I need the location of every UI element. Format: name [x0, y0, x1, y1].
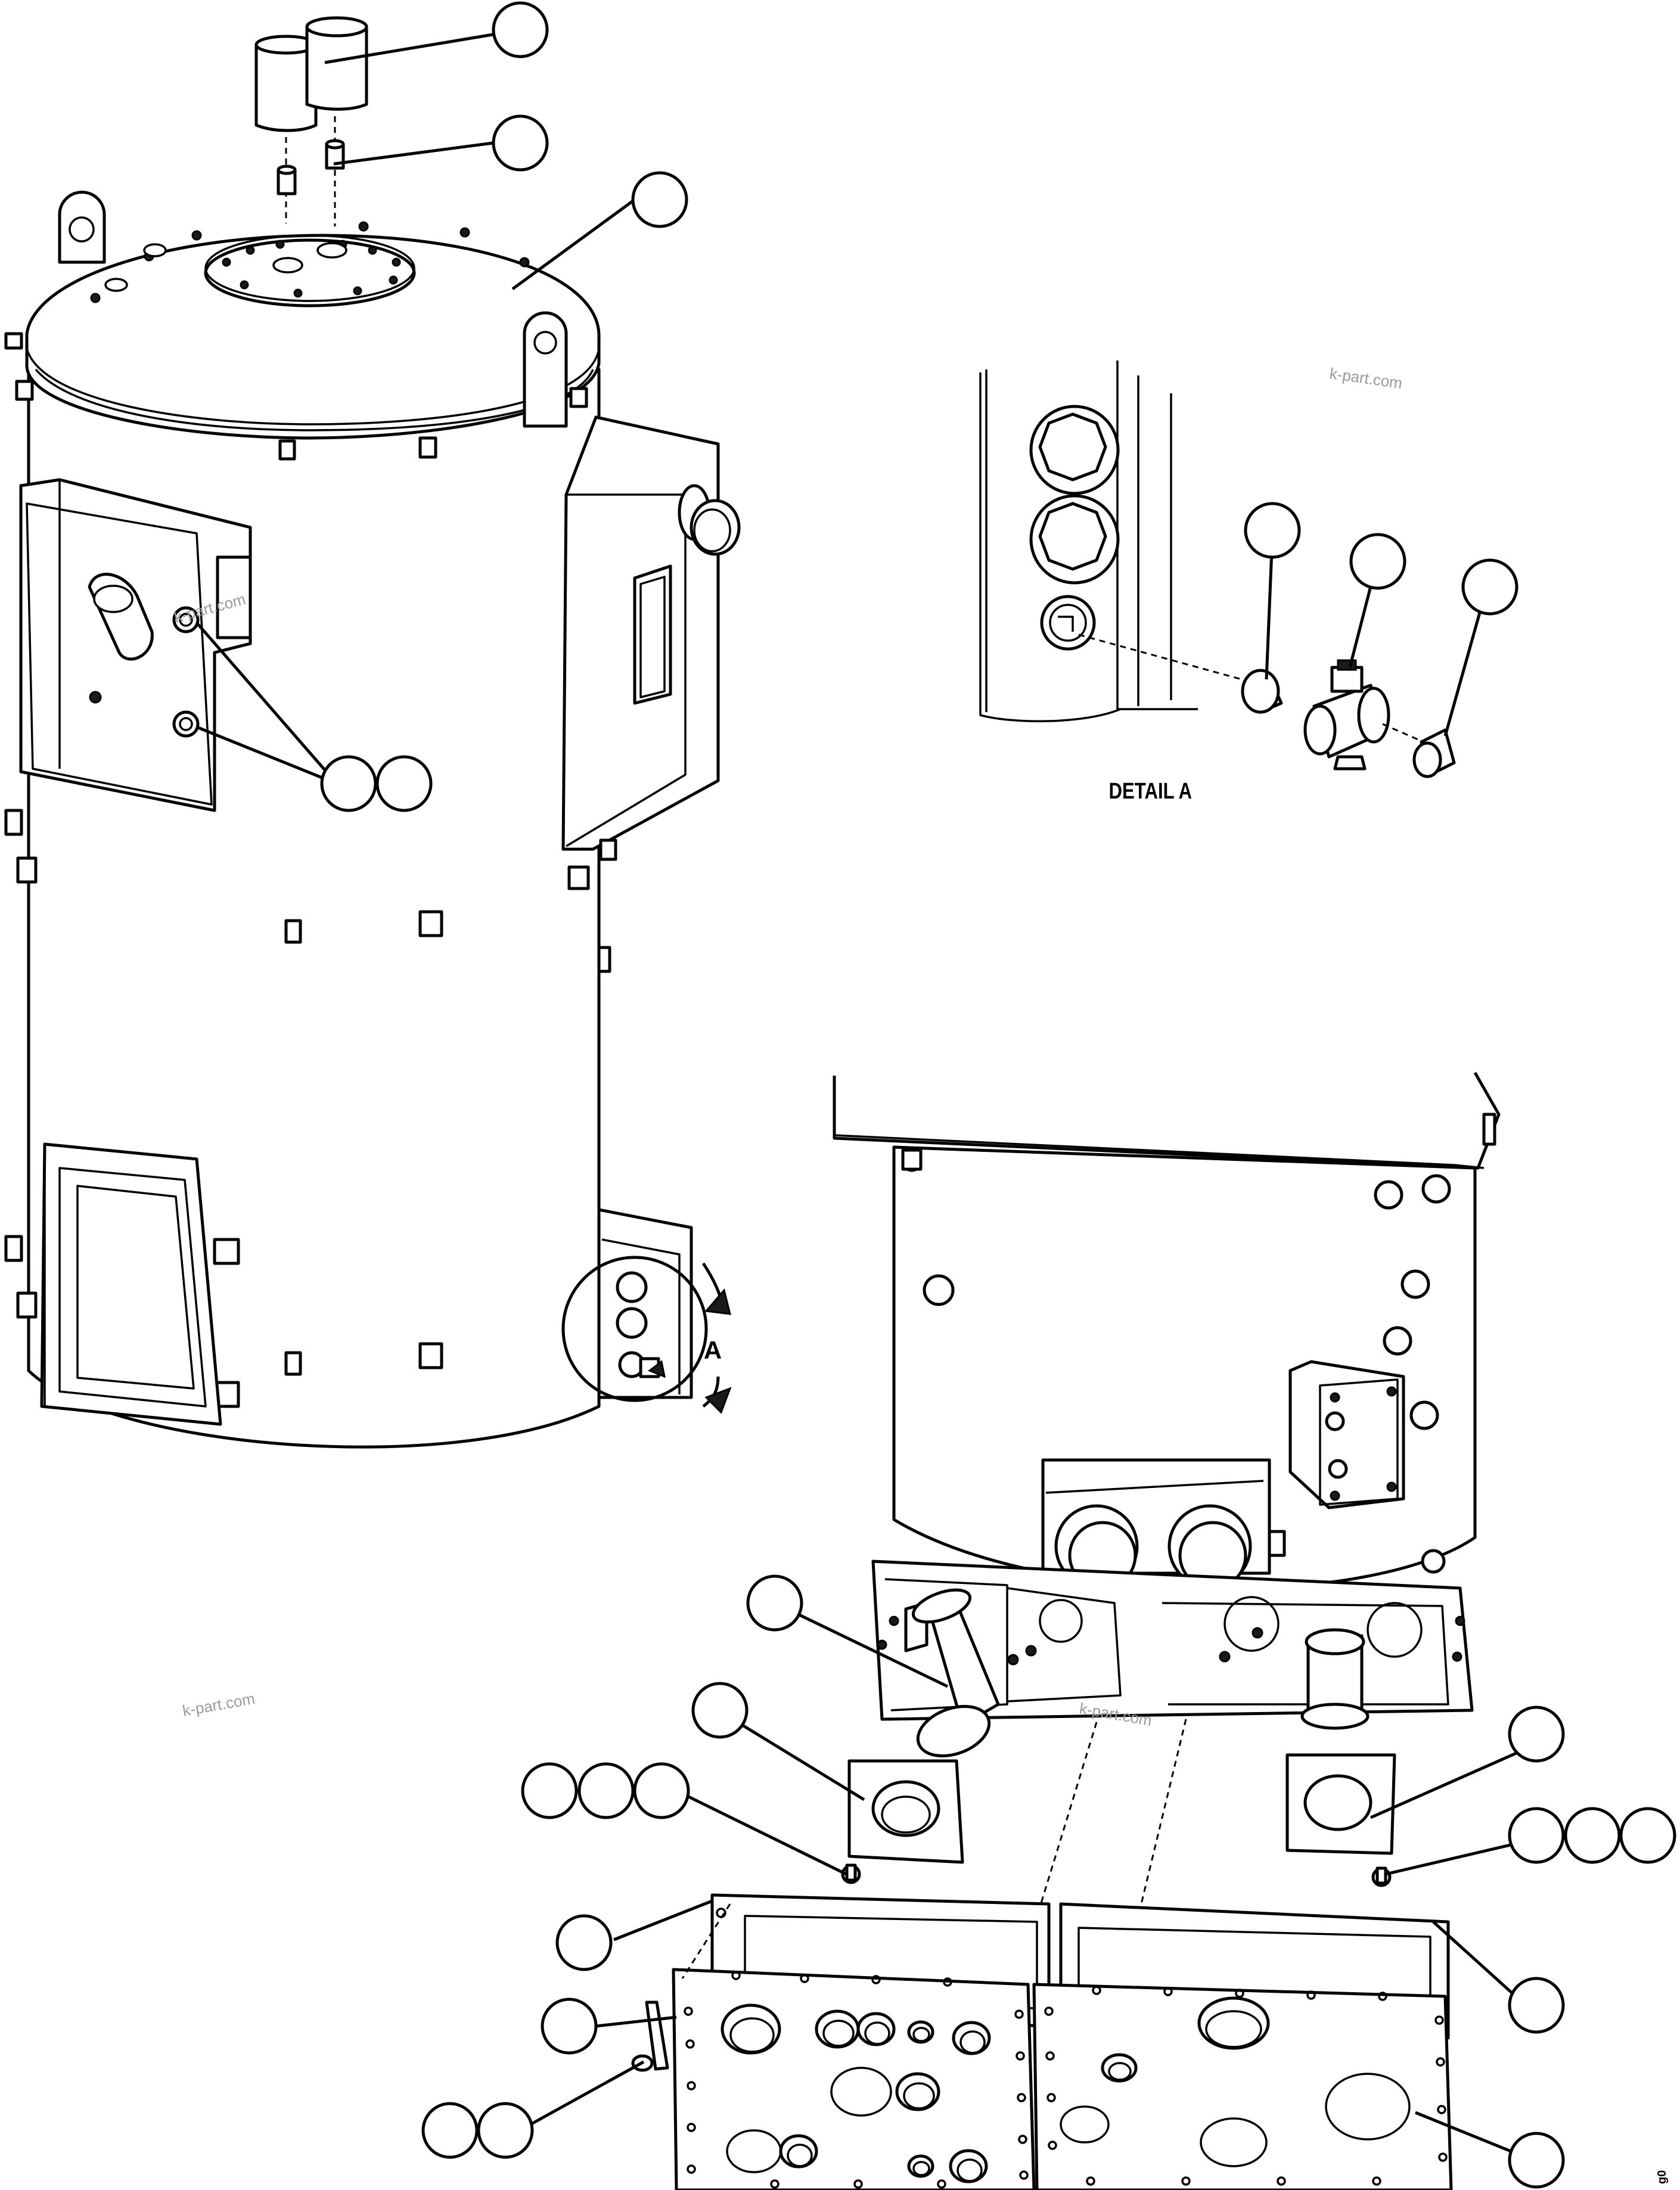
callout-balloon[interactable] [421, 2102, 479, 2159]
handhole-upper [19, 478, 252, 812]
detail-nipple [1241, 669, 1283, 714]
detail-cap [1412, 728, 1456, 778]
callout-balloon[interactable] [555, 1914, 613, 1971]
detail-drain-valve [1303, 659, 1390, 771]
pipe-left [911, 1588, 1000, 1758]
handhole-lower [40, 1142, 222, 1426]
pipe-right [1300, 1628, 1370, 1730]
callout-balloon[interactable] [492, 114, 549, 172]
bolt-right [1371, 1866, 1392, 1887]
detail-plug-2 [1029, 494, 1120, 585]
callout-balloon[interactable] [1619, 1807, 1676, 1864]
cover-plate-left [672, 1968, 1036, 2190]
callout-balloon[interactable] [375, 755, 433, 812]
callout-balloon[interactable] [1244, 502, 1301, 559]
callout-balloon[interactable] [1508, 2132, 1565, 2189]
valve-box [1041, 1458, 1286, 1590]
cover-plate-right [1032, 1983, 1453, 2190]
watermark-4: k-part.com [181, 1689, 256, 1720]
drain-valve-area [561, 1208, 708, 1402]
drawing-code: g0 [1656, 2170, 1669, 2184]
callout-balloon[interactable] [320, 755, 377, 812]
callout-balloon[interactable] [577, 1762, 635, 1819]
callout-balloon[interactable] [477, 2102, 534, 2159]
watermark-2: k-part.com [1328, 364, 1403, 392]
callout-balloon[interactable] [1349, 533, 1406, 590]
bushing-cap-right [305, 16, 368, 111]
callout-balloon[interactable] [1564, 1807, 1621, 1864]
leader-lines [195, 33, 1527, 2159]
control-box [1288, 1360, 1405, 1509]
callout-balloon[interactable] [521, 1762, 578, 1819]
lifting-eye-left [58, 191, 106, 264]
cover-bolt [631, 2000, 669, 2072]
detail-a: DETAIL A k-part.com [979, 361, 1456, 804]
callout-balloon[interactable] [1508, 1706, 1565, 1763]
bushing-cap-left [254, 35, 318, 132]
view-marker: A [704, 1336, 722, 1364]
bushing-caps [254, 16, 368, 226]
flange-left [847, 1759, 964, 1864]
detail-port [1040, 595, 1096, 651]
manhole-cover [204, 234, 416, 307]
lifting-eye-right [523, 311, 568, 428]
callout-balloon[interactable] [746, 1574, 803, 1632]
tank-bottom-assembly: k-part.com [833, 1071, 1501, 1908]
bolt-left [841, 1863, 861, 1884]
detail-label: DETAIL A [1108, 779, 1192, 804]
callout-balloon[interactable] [541, 1998, 598, 2055]
stud-left [277, 164, 297, 195]
callout-balloon[interactable] [1508, 1807, 1565, 1864]
callout-balloon[interactable] [633, 1762, 690, 1819]
callout-balloon[interactable] [631, 171, 688, 228]
detail-plug-1 [1029, 405, 1120, 495]
callout-balloon[interactable] [691, 1682, 749, 1739]
callout-balloon[interactable] [1508, 1977, 1565, 2034]
side-panel [561, 415, 741, 861]
callout-balloon[interactable] [1461, 558, 1518, 616]
tank-assembly: A k-part.com [4, 191, 741, 1449]
callouts [320, 1, 1676, 2189]
flange-right [1285, 1753, 1396, 1855]
callout-balloon[interactable] [492, 1, 549, 58]
